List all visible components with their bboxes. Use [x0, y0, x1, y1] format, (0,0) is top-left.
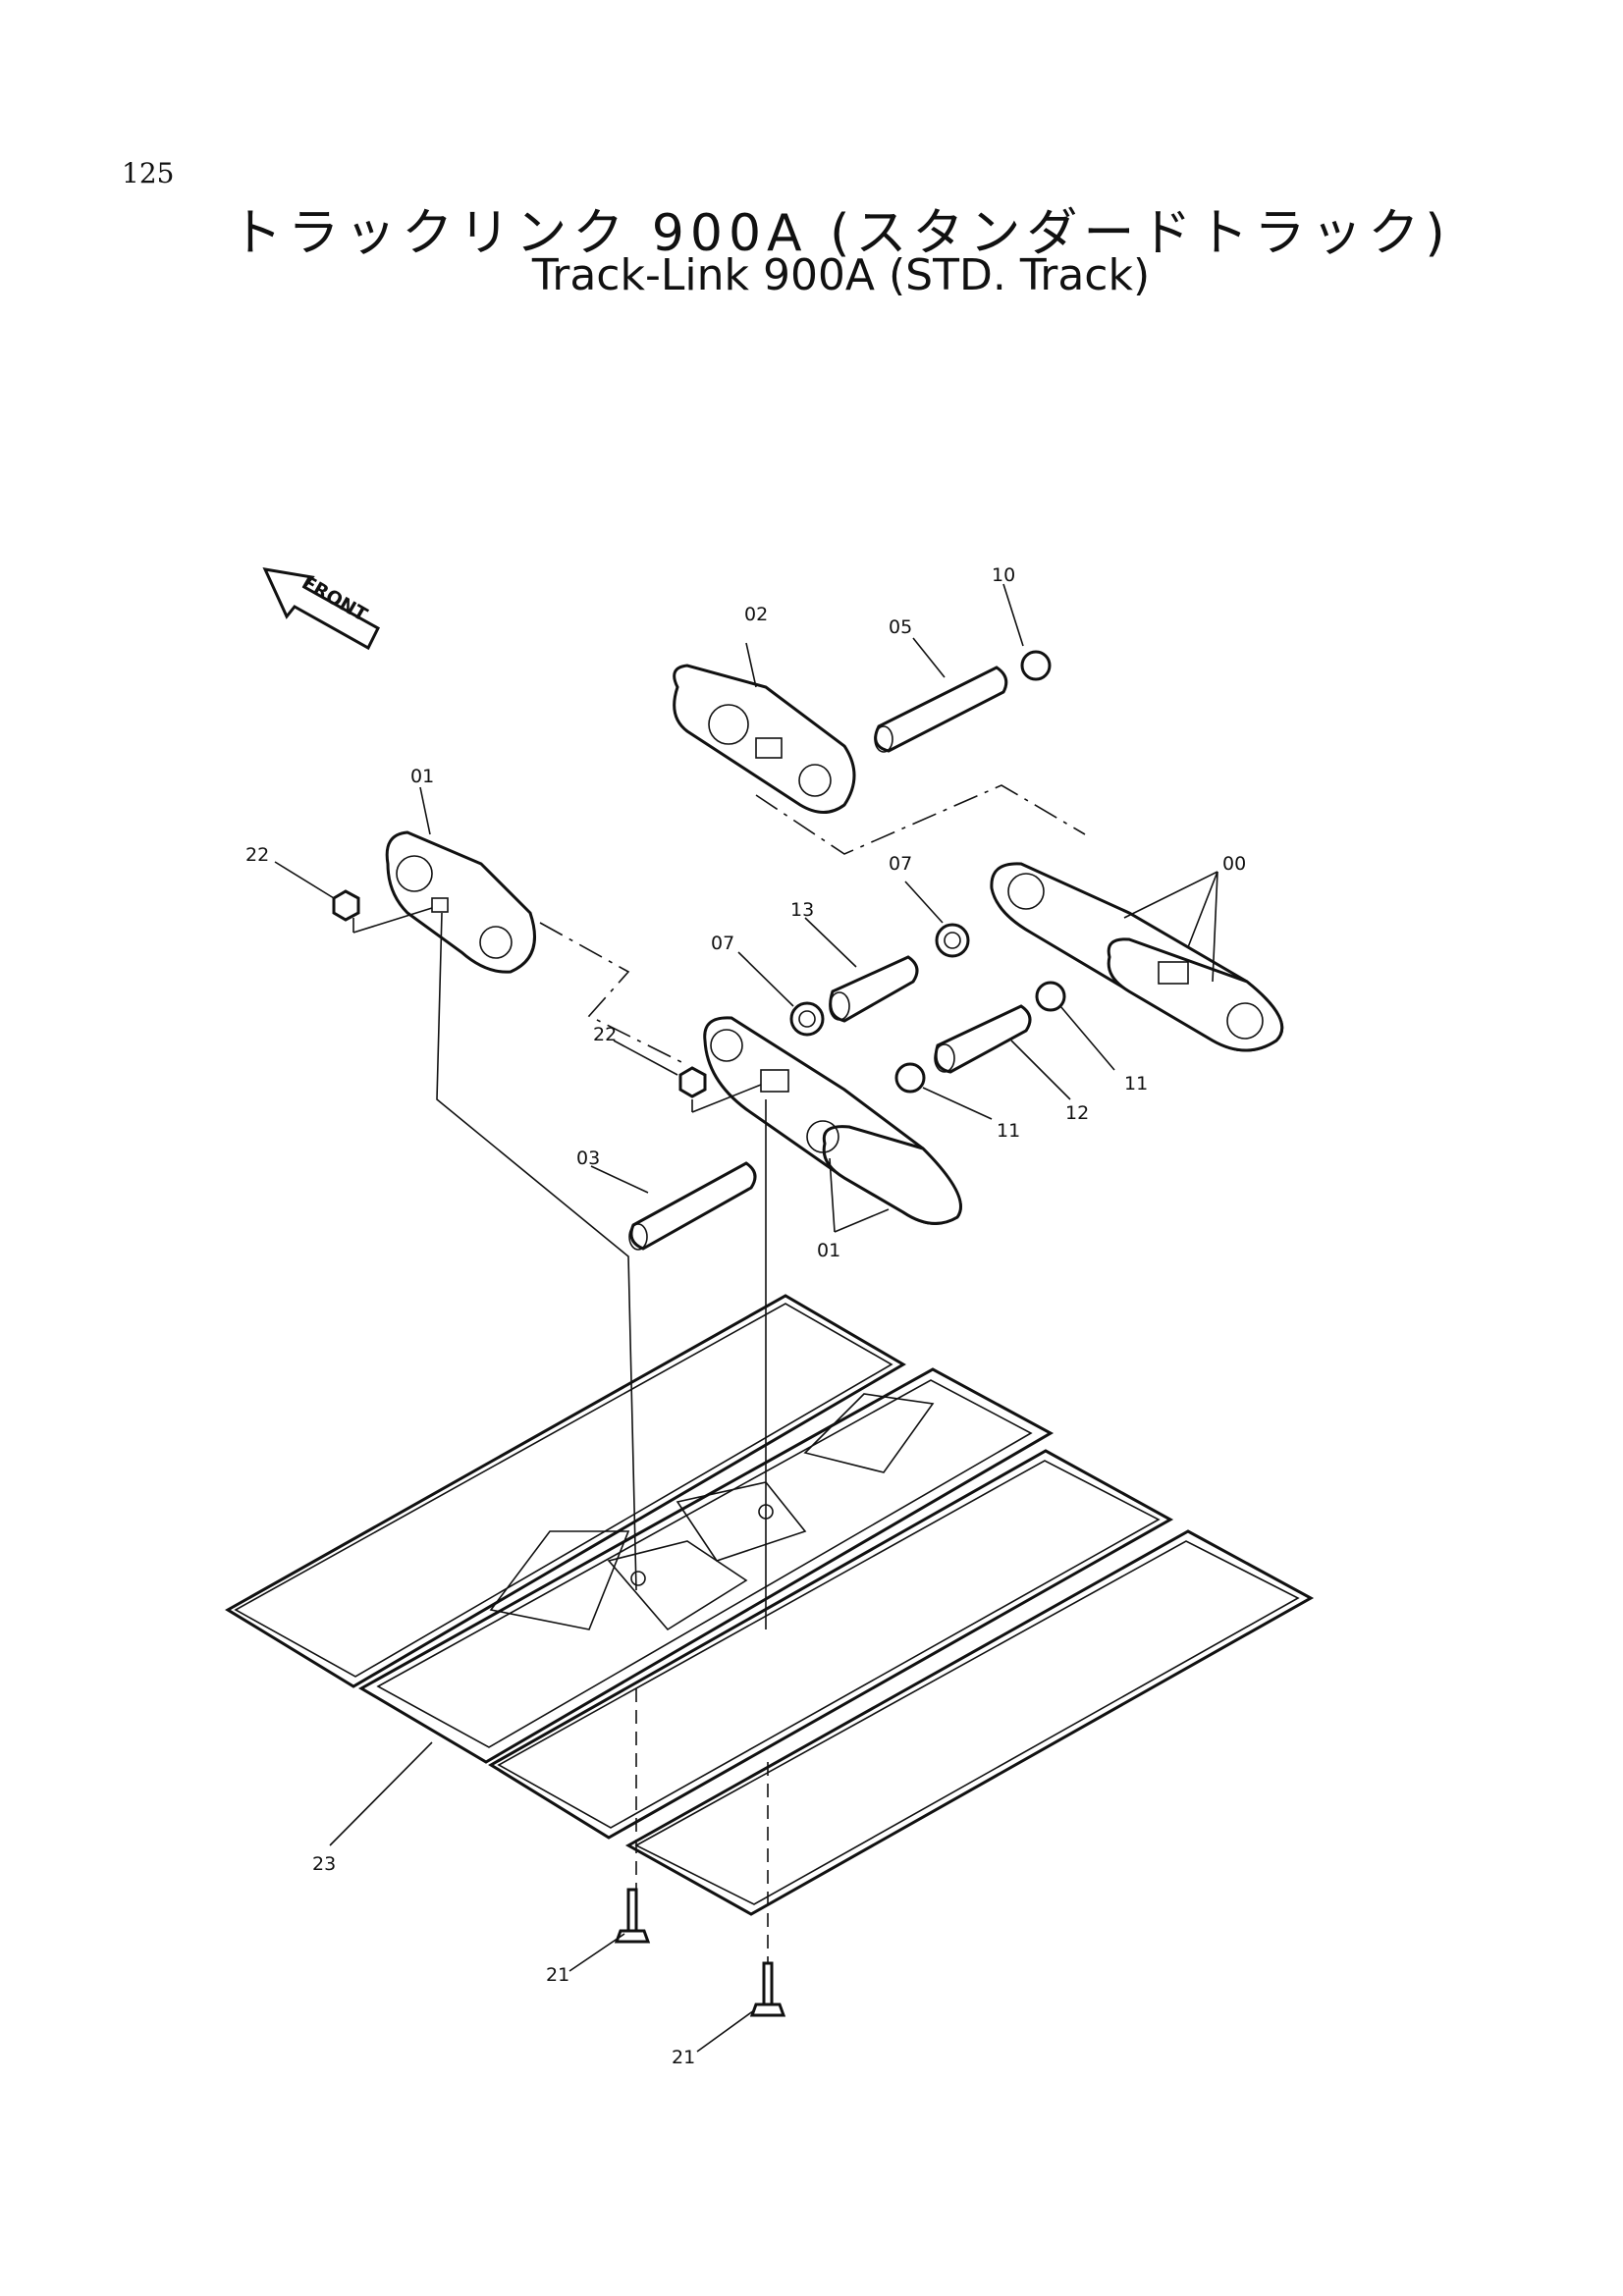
track-shoe-left — [225, 1294, 906, 1688]
nut-22-mid — [678, 1066, 707, 1098]
callout-03: 03 — [576, 1148, 600, 1169]
callout-07-left: 07 — [711, 933, 734, 954]
seal-07-left — [789, 1001, 825, 1037]
front-arrow-icon: FRONT — [262, 567, 380, 651]
ring-11-left — [894, 1062, 926, 1094]
ring-11-right — [1035, 981, 1066, 1012]
callout-13: 13 — [790, 899, 814, 921]
callout-01-top: 01 — [410, 766, 434, 787]
callout-22-top: 22 — [245, 844, 269, 866]
page-number: 125 — [122, 157, 175, 189]
callout-12: 12 — [1065, 1102, 1089, 1124]
callout-11-left: 11 — [997, 1120, 1020, 1142]
pin-05 — [874, 666, 1008, 753]
callout-02: 02 — [744, 604, 768, 625]
callout-21-right: 21 — [672, 2047, 695, 2068]
link-02 — [673, 664, 856, 814]
nut-22-top — [332, 889, 360, 922]
link-01-top — [385, 830, 536, 974]
leader-lines — [274, 583, 1218, 2053]
bushing-12 — [934, 1004, 1032, 1074]
callout-01-bottom: 01 — [817, 1240, 840, 1261]
callout-23: 23 — [312, 1853, 336, 1875]
callout-22-mid: 22 — [593, 1024, 617, 1045]
snap-ring-10 — [1020, 650, 1052, 681]
callout-07-right: 07 — [889, 853, 912, 875]
callout-11-right: 11 — [1124, 1073, 1148, 1095]
callout-05: 05 — [889, 616, 912, 638]
callout-21-left: 21 — [546, 1964, 569, 1986]
track-shoe-center — [357, 1367, 1055, 1764]
title-japanese: トラックリンク 900A (スタンダードトラック) — [231, 204, 1451, 263]
bushing-13 — [829, 955, 919, 1023]
track-shoe-right-2 — [624, 1529, 1315, 1916]
link-01-mid — [703, 1016, 962, 1225]
seal-07-right — [935, 923, 970, 958]
assembly-lines — [352, 784, 1086, 1963]
pin-03 — [628, 1161, 757, 1251]
link-00 — [990, 862, 1284, 1052]
track-shoe-right-1 — [488, 1449, 1174, 1840]
bolt-21-right — [749, 1961, 786, 2017]
callout-10: 10 — [992, 564, 1015, 586]
callout-00: 00 — [1222, 853, 1246, 875]
title-english: Track-Link 900A (STD. Track) — [531, 250, 1151, 300]
bolt-21-left — [614, 1888, 651, 1944]
